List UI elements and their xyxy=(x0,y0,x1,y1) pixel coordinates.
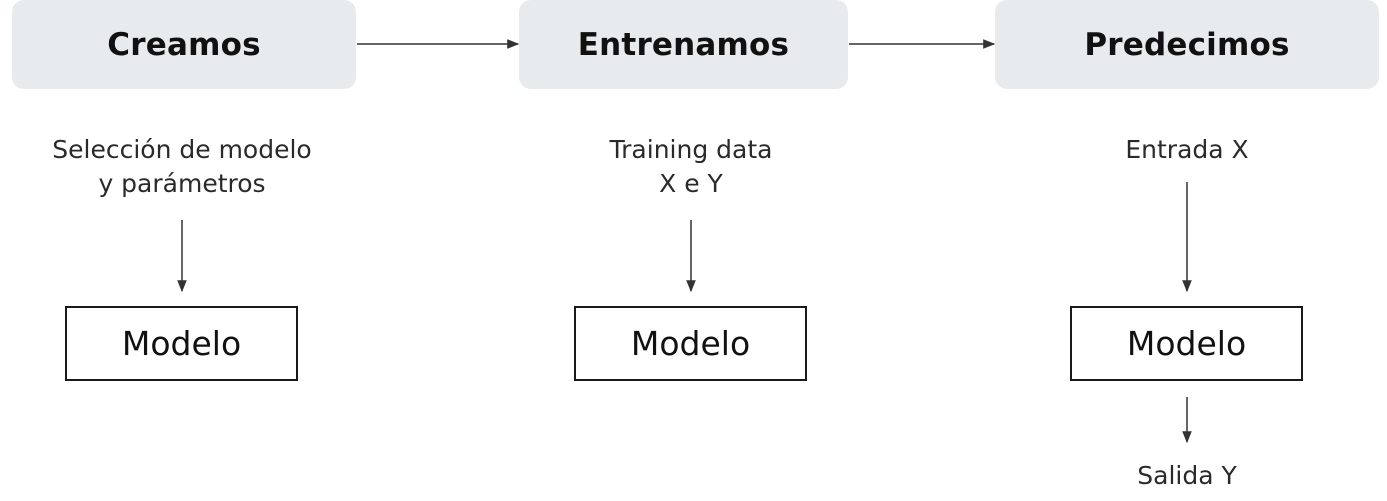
stage-header-entrenamos: Entrenamos xyxy=(519,0,848,89)
model-box-entrenamos: Modelo xyxy=(574,306,807,381)
caption-entrada-x: Entrada X xyxy=(1037,133,1337,167)
caption-line: X e Y xyxy=(659,169,723,198)
caption-line: Training data xyxy=(609,135,773,164)
caption-training-data: Training data X e Y xyxy=(541,133,841,201)
caption-line: Selección de modelo xyxy=(52,135,312,164)
caption-line: y parámetros xyxy=(98,169,266,198)
stage-header-predecimos: Predecimos xyxy=(995,0,1379,89)
caption-seleccion-modelo: Selección de modelo y parámetros xyxy=(32,133,332,201)
stage-header-creamos: Creamos xyxy=(12,0,356,89)
caption-line: Salida Y xyxy=(1137,461,1237,490)
model-box-predecimos: Modelo xyxy=(1070,306,1303,381)
caption-salida-y: Salida Y xyxy=(1037,459,1337,493)
model-box-creamos: Modelo xyxy=(65,306,298,381)
caption-line: Entrada X xyxy=(1125,135,1249,164)
